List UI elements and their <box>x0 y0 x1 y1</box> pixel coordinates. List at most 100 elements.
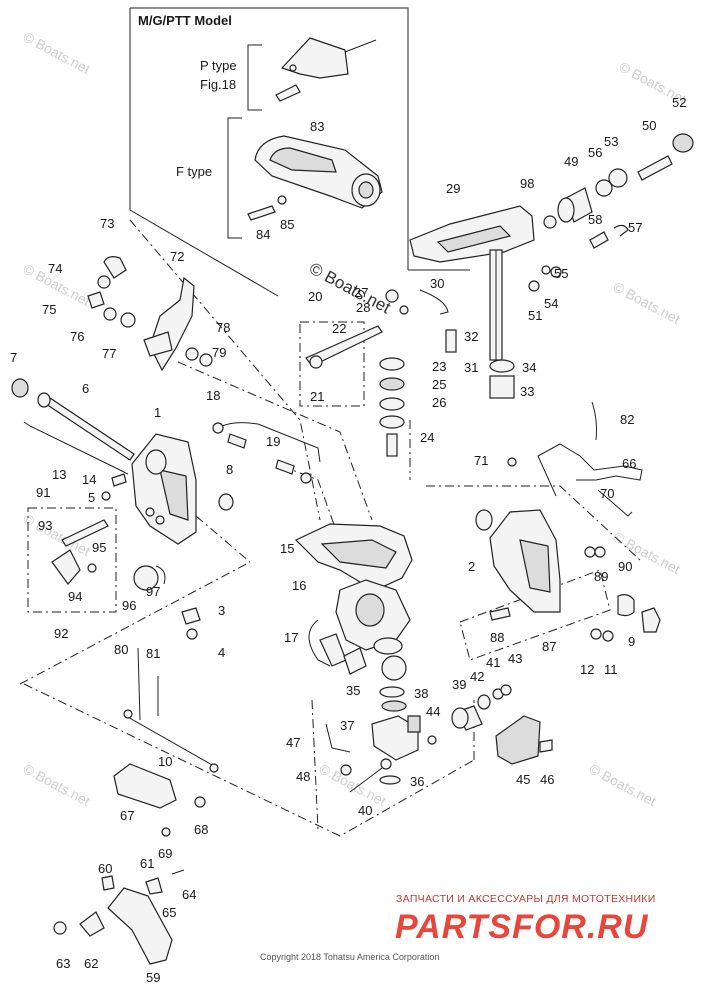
part-number-label: 88 <box>490 630 504 645</box>
part-number-label: 40 <box>358 803 372 818</box>
bottom-bracket <box>53 869 185 965</box>
part-number-label: 60 <box>98 861 112 876</box>
clamp-bracket-left <box>131 433 234 545</box>
part-number-label: 62 <box>84 956 98 971</box>
assembly-boundaries <box>19 219 641 837</box>
part-number-label: 67 <box>120 808 134 823</box>
part-number-label: 45 <box>516 772 530 787</box>
p-type-bracket <box>275 37 377 102</box>
part-number-label: 77 <box>102 346 116 361</box>
watermark: © Boats.net <box>587 761 659 810</box>
part-number-label: 69 <box>158 846 172 861</box>
part-number-label: 63 <box>56 956 70 971</box>
part-number-label: 35 <box>346 683 360 698</box>
part-number-label: 87 <box>542 639 556 654</box>
part-number-label: 42 <box>470 669 484 684</box>
part-number-label: 57 <box>628 220 642 235</box>
watermark: © Boats.net <box>317 761 389 810</box>
part-number-label: 94 <box>68 589 82 604</box>
p-type-label: P type <box>200 58 237 73</box>
part-number-label: 24 <box>420 430 434 445</box>
copyright-footer: Copyright 2018 Tohatsu America Corporati… <box>260 952 439 962</box>
part-number-label: 1 <box>154 405 161 420</box>
part-number-label: 41 <box>486 655 500 670</box>
part-number-label: 22 <box>332 321 346 336</box>
part-number-label: 89 <box>594 569 608 584</box>
part-number-label: 3 <box>218 603 225 618</box>
part-number-label: 29 <box>446 181 460 196</box>
part-number-label: 12 <box>580 662 594 677</box>
part-number-label: 15 <box>280 541 294 556</box>
part-number-label: 68 <box>194 822 208 837</box>
part-number-label: 84 <box>256 227 270 242</box>
part-number-label: 4 <box>218 645 225 660</box>
clamp-screw-assembly <box>51 507 166 591</box>
part-number-label: 39 <box>452 677 466 692</box>
part-number-label: 95 <box>92 540 106 555</box>
part-number-label: 73 <box>100 216 114 231</box>
part-number-label: 80 <box>114 642 128 657</box>
part-number-label: 51 <box>528 308 542 323</box>
watermark: © Boats.net <box>611 279 683 328</box>
part-number-label: 37 <box>340 718 354 733</box>
part-number-label: 52 <box>672 95 686 110</box>
part-number-label: 78 <box>216 320 230 335</box>
lower-right-parts <box>451 546 661 765</box>
part-number-label: 92 <box>54 626 68 641</box>
part-number-label: 56 <box>588 145 602 160</box>
part-number-label: 28 <box>356 300 370 315</box>
part-number-label: 48 <box>296 769 310 784</box>
part-number-label: 44 <box>426 704 440 719</box>
part-number-label: 19 <box>266 434 280 449</box>
part-number-label: 54 <box>544 296 558 311</box>
part-number-label: 8 <box>226 462 233 477</box>
f-type-handle <box>247 135 383 221</box>
part-number-label: 5 <box>88 490 95 505</box>
swivel-housing <box>294 523 413 667</box>
part-number-label: 38 <box>414 686 428 701</box>
tilt-lock-parts <box>319 633 437 793</box>
part-number-label: 18 <box>206 388 220 403</box>
part-number-label: 32 <box>464 329 478 344</box>
watermark: © Boats.net <box>21 29 93 78</box>
tilt-shaft <box>11 378 135 501</box>
part-number-label: 98 <box>520 176 534 191</box>
part-number-label: 25 <box>432 377 446 392</box>
part-number-label: 9 <box>628 634 635 649</box>
part-number-label: 2 <box>468 559 475 574</box>
banner-logo: PARTSFOR.RU <box>395 908 649 946</box>
part-number-label: 23 <box>432 359 446 374</box>
part-number-label: 21 <box>310 389 324 404</box>
part-number-label: 96 <box>122 598 136 613</box>
lock-lever <box>87 256 213 372</box>
part-number-label: 64 <box>182 887 196 902</box>
part-number-label: 83 <box>310 119 324 134</box>
tilt-rod-assembly <box>113 607 219 837</box>
part-number-label: 58 <box>588 212 602 227</box>
part-number-label: 74 <box>48 261 62 276</box>
model-variant-box: M/G/PTT Model P type Fig.18 F type <box>129 7 470 297</box>
model-title: M/G/PTT Model <box>138 13 232 28</box>
p-type-figure-ref: Fig.18 <box>200 77 236 92</box>
part-number-label: 16 <box>292 578 306 593</box>
part-number-label: 82 <box>620 412 634 427</box>
part-number-label: 33 <box>520 384 534 399</box>
part-number-label: 34 <box>522 360 536 375</box>
f-type-label: F type <box>176 164 212 179</box>
part-number-label: 90 <box>618 559 632 574</box>
part-number-label: 30 <box>430 276 444 291</box>
part-number-label: 65 <box>162 905 176 920</box>
swivel-bracket <box>409 205 535 361</box>
tilt-pins <box>528 133 694 292</box>
part-number-label: 93 <box>38 518 52 533</box>
part-number-label: 71 <box>474 453 488 468</box>
part-number-label: 91 <box>36 485 50 500</box>
clamp-bracket-right <box>475 401 643 613</box>
part-number-label: 72 <box>170 249 184 264</box>
part-number-label: 6 <box>82 381 89 396</box>
part-number-label: 46 <box>540 772 554 787</box>
part-number-label: 81 <box>146 646 160 661</box>
